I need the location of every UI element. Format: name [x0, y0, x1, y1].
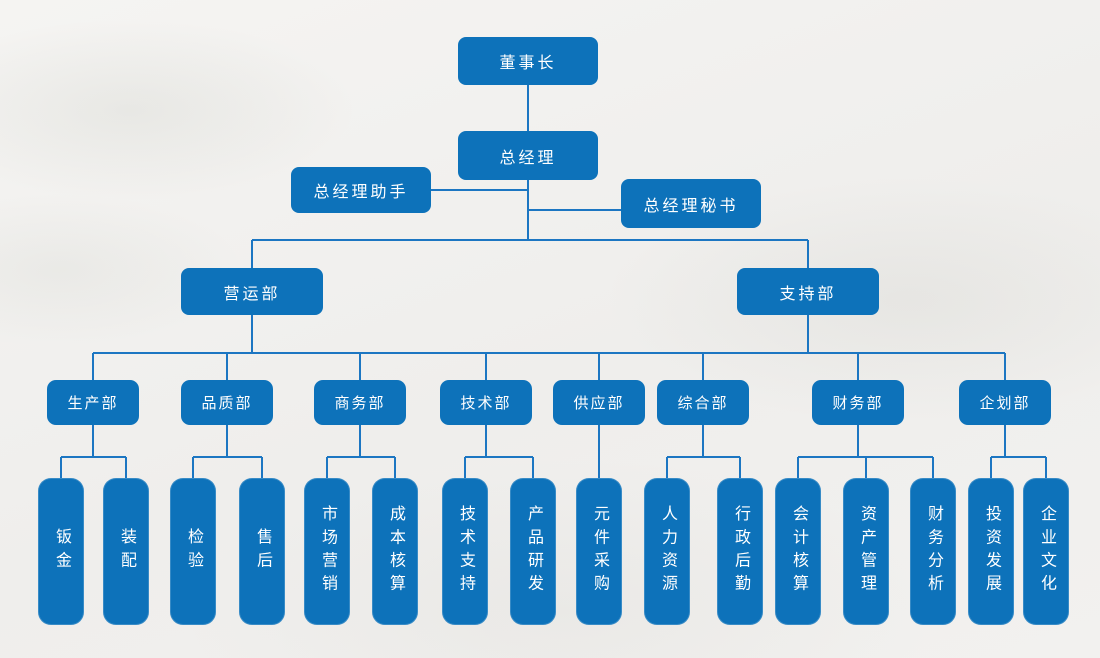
- team-label: 资产管理: [858, 505, 875, 598]
- node-division-support: 支持部: [737, 268, 879, 315]
- team-label: 投资发展: [983, 505, 1000, 598]
- team-label: 售后: [254, 528, 271, 575]
- node-gm-secretary: 总经理秘书: [621, 179, 761, 228]
- team-financial-analysis: 财务分析: [910, 478, 956, 625]
- team-label: 产品研发: [525, 505, 542, 598]
- dept-planning: 企划部: [959, 380, 1051, 425]
- team-label: 会计核算: [790, 505, 807, 598]
- connector-production-teams: [60, 425, 127, 478]
- connector-general-teams: [666, 425, 741, 478]
- dept-quality: 品质部: [181, 380, 273, 425]
- dept-business: 商务部: [314, 380, 406, 425]
- dept-production: 生产部: [47, 380, 139, 425]
- connector-division-drops: [251, 315, 809, 353]
- node-chairman: 董事长: [458, 37, 598, 85]
- team-label: 成本核算: [387, 505, 404, 598]
- team-label: 装配: [118, 528, 135, 575]
- node-gm-assistant: 总经理助手: [291, 167, 431, 213]
- team-label: 人力资源: [659, 505, 676, 598]
- team-admin-logistics: 行政后勤: [717, 478, 763, 625]
- team-component-procurement: 元件采购: [576, 478, 622, 625]
- connector-finance-teams: [797, 425, 934, 478]
- team-human-resources: 人力资源: [644, 478, 690, 625]
- team-bookkeeping: 会计核算: [775, 478, 821, 625]
- dept-supply: 供应部: [553, 380, 645, 425]
- connector-department-rail: [92, 352, 1006, 380]
- connector-planning-teams: [990, 425, 1047, 478]
- connector-division-rail: [251, 239, 809, 268]
- team-label: 企业文化: [1038, 505, 1055, 598]
- team-assembly: 装配: [103, 478, 149, 625]
- team-label: 技术支持: [457, 505, 474, 598]
- team-investment-development: 投资发展: [968, 478, 1014, 625]
- team-label: 财务分析: [925, 505, 942, 598]
- connector-quality-teams: [192, 425, 263, 478]
- team-technical-support: 技术支持: [442, 478, 488, 625]
- team-after-sales: 售后: [239, 478, 285, 625]
- connector-business-teams: [326, 425, 396, 478]
- connector-technology-teams: [464, 425, 534, 478]
- team-inspection: 检验: [170, 478, 216, 625]
- team-label: 检验: [185, 528, 202, 575]
- dept-technology: 技术部: [440, 380, 532, 425]
- team-corporate-culture: 企业文化: [1023, 478, 1069, 625]
- team-sheet-metal: 钣金: [38, 478, 84, 625]
- node-division-operations: 营运部: [181, 268, 323, 315]
- team-product-rnd: 产品研发: [510, 478, 556, 625]
- team-label: 市场营销: [319, 505, 336, 598]
- dept-general-affairs: 综合部: [657, 380, 749, 425]
- team-marketing: 市场营销: [304, 478, 350, 625]
- team-label: 行政后勤: [732, 505, 749, 598]
- dept-finance: 财务部: [812, 380, 904, 425]
- team-label: 元件采购: [591, 505, 608, 598]
- team-cost-accounting: 成本核算: [372, 478, 418, 625]
- node-general-manager: 总经理: [458, 131, 598, 180]
- team-label: 钣金: [53, 528, 70, 575]
- team-asset-management: 资产管理: [843, 478, 889, 625]
